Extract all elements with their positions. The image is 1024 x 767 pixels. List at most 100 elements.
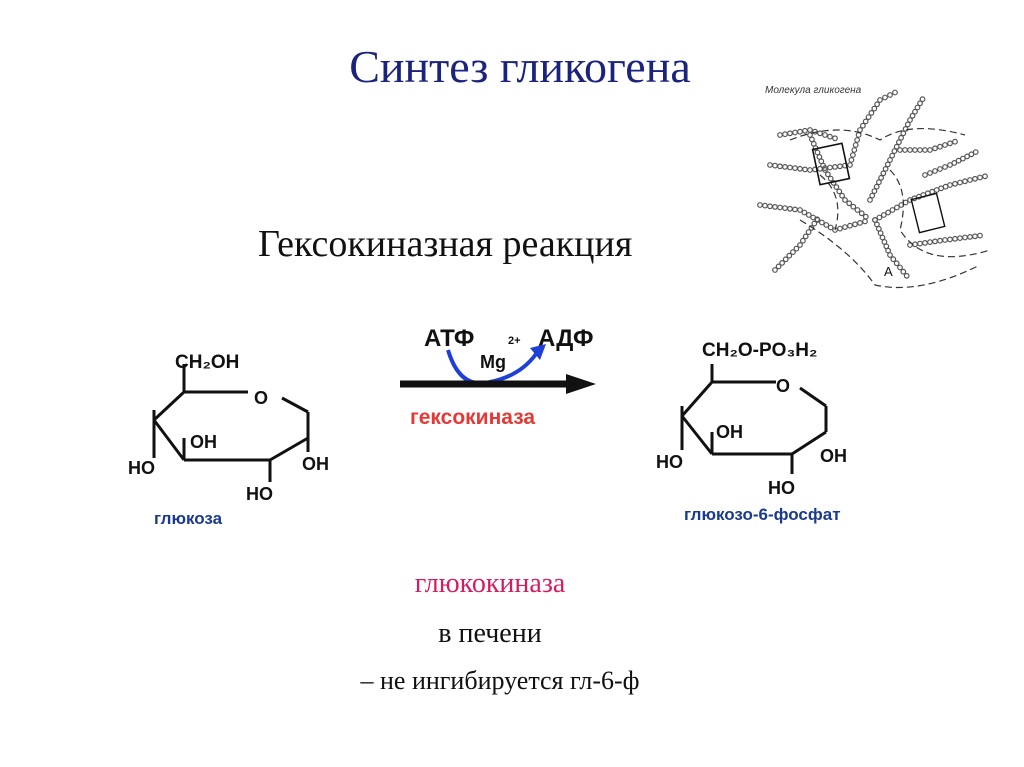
glucose-bead — [786, 252, 793, 259]
glucose-bead — [919, 96, 926, 103]
glucose-bead — [808, 224, 815, 231]
glucose-bead — [982, 173, 988, 180]
adp-label: АДФ — [538, 325, 594, 352]
atp-label: АТФ — [424, 325, 474, 352]
glucose-bead — [895, 139, 902, 146]
glucose-bead — [972, 233, 978, 240]
glucose-chains — [757, 89, 988, 279]
glucose-bead — [818, 219, 825, 226]
glucose-bead — [887, 252, 893, 258]
glucose-bead — [912, 147, 918, 153]
glucose-bead — [914, 104, 921, 111]
glucose-bead — [893, 143, 900, 150]
glucose-bead — [797, 165, 803, 172]
glucose-bead — [802, 233, 809, 240]
glucose-bead — [811, 220, 818, 227]
glucose-bead — [909, 112, 916, 119]
glucose-bead — [902, 147, 908, 153]
glucose-bead — [875, 179, 882, 186]
glucose-bead — [847, 222, 853, 229]
slide-subtitle: Гексокиназная реакция — [258, 223, 633, 265]
glucose-bead — [890, 256, 897, 263]
glucose-bead — [772, 203, 778, 210]
glucose-bead — [797, 207, 803, 213]
glucose-bead — [822, 132, 828, 138]
glucose-bead — [927, 147, 933, 153]
glucose-bead — [902, 126, 909, 132]
glucose-bead — [807, 167, 813, 173]
glucose-bead — [827, 175, 834, 182]
glucose-ch2oh: CH₂OH — [175, 352, 239, 373]
glucose-bead — [793, 245, 800, 252]
glucose-bead — [947, 140, 953, 147]
glucose-bead — [876, 214, 883, 221]
glucose-bead — [862, 118, 869, 125]
glucose-bead — [772, 267, 778, 273]
slide-title: Синтез гликогена — [349, 41, 691, 92]
glucose-bead — [848, 157, 855, 163]
glucose-bead — [967, 177, 973, 183]
glucose-bead — [832, 163, 838, 170]
glucose-bead — [859, 122, 866, 129]
glucose-bead — [797, 242, 803, 248]
glucose-bead — [767, 203, 773, 210]
mg-charge: 2+ — [508, 335, 521, 347]
glucose-ho-4: HO — [128, 458, 155, 478]
glucose-bead — [836, 188, 843, 195]
glucose-bead — [884, 161, 891, 168]
glucose-bead — [802, 166, 808, 173]
glucose-bead — [805, 212, 812, 218]
glucose-bead — [959, 155, 966, 162]
g6p-ho-4: HO — [656, 452, 683, 472]
glucose-bead — [952, 235, 958, 242]
glucose-bead — [782, 163, 788, 170]
glucose-bead — [922, 172, 928, 178]
glucose-bead — [887, 92, 893, 98]
g6p-phosphate-group: CH₂O-PO₃H₂ — [702, 340, 817, 361]
inset-box-2 — [910, 192, 946, 234]
glucose-bead — [827, 133, 833, 140]
glucose-bead — [847, 162, 853, 168]
glucose-bead — [932, 145, 938, 152]
glucose-bead — [868, 110, 875, 116]
glucose-bead — [837, 163, 843, 170]
glucose-bead — [832, 135, 838, 142]
glucose-bead — [882, 94, 888, 101]
glucose-bead — [880, 170, 887, 177]
glucose-bead — [827, 224, 834, 231]
glucose-bead — [837, 225, 843, 232]
glucose-bead — [862, 213, 869, 220]
main-arrowhead — [566, 374, 596, 394]
glucose-bead — [782, 256, 789, 263]
glucose-bead — [817, 130, 823, 137]
glucose-bead — [824, 171, 831, 178]
glucose-bead — [839, 192, 845, 199]
glucose-bead — [907, 117, 913, 123]
glucose-bead — [932, 168, 938, 174]
glucose-bead — [937, 166, 943, 172]
glucose-bead — [942, 142, 948, 148]
glucose-bead — [952, 138, 958, 145]
glucose-bead — [897, 147, 903, 153]
glucose-bead — [865, 114, 872, 120]
glucose-bead — [882, 165, 889, 172]
glucose-bead — [893, 260, 900, 267]
glucose-bead — [869, 192, 876, 199]
g6p-label: глюкозо-6-фосфат — [684, 505, 841, 524]
glucose-bead — [792, 165, 798, 171]
glucose-bead — [857, 127, 863, 133]
mg-label: Mg — [480, 352, 506, 372]
glucose-bead — [898, 134, 905, 141]
glucose-bead — [957, 179, 963, 186]
glucose-bead — [932, 238, 938, 245]
glucose-bead — [873, 183, 880, 190]
glucose-bead — [854, 137, 860, 143]
glycogen-caption: Молекула гликогена — [765, 85, 862, 96]
glucose-bead — [877, 97, 883, 103]
glucose-bead — [846, 200, 853, 207]
glucose-structure: CH₂OH O OH HO OH HO глюкоза — [128, 352, 329, 528]
glucose-bead — [787, 130, 793, 137]
glucose-bead — [822, 167, 828, 173]
glucose-bead — [787, 164, 793, 171]
glucose-bead — [927, 239, 933, 246]
